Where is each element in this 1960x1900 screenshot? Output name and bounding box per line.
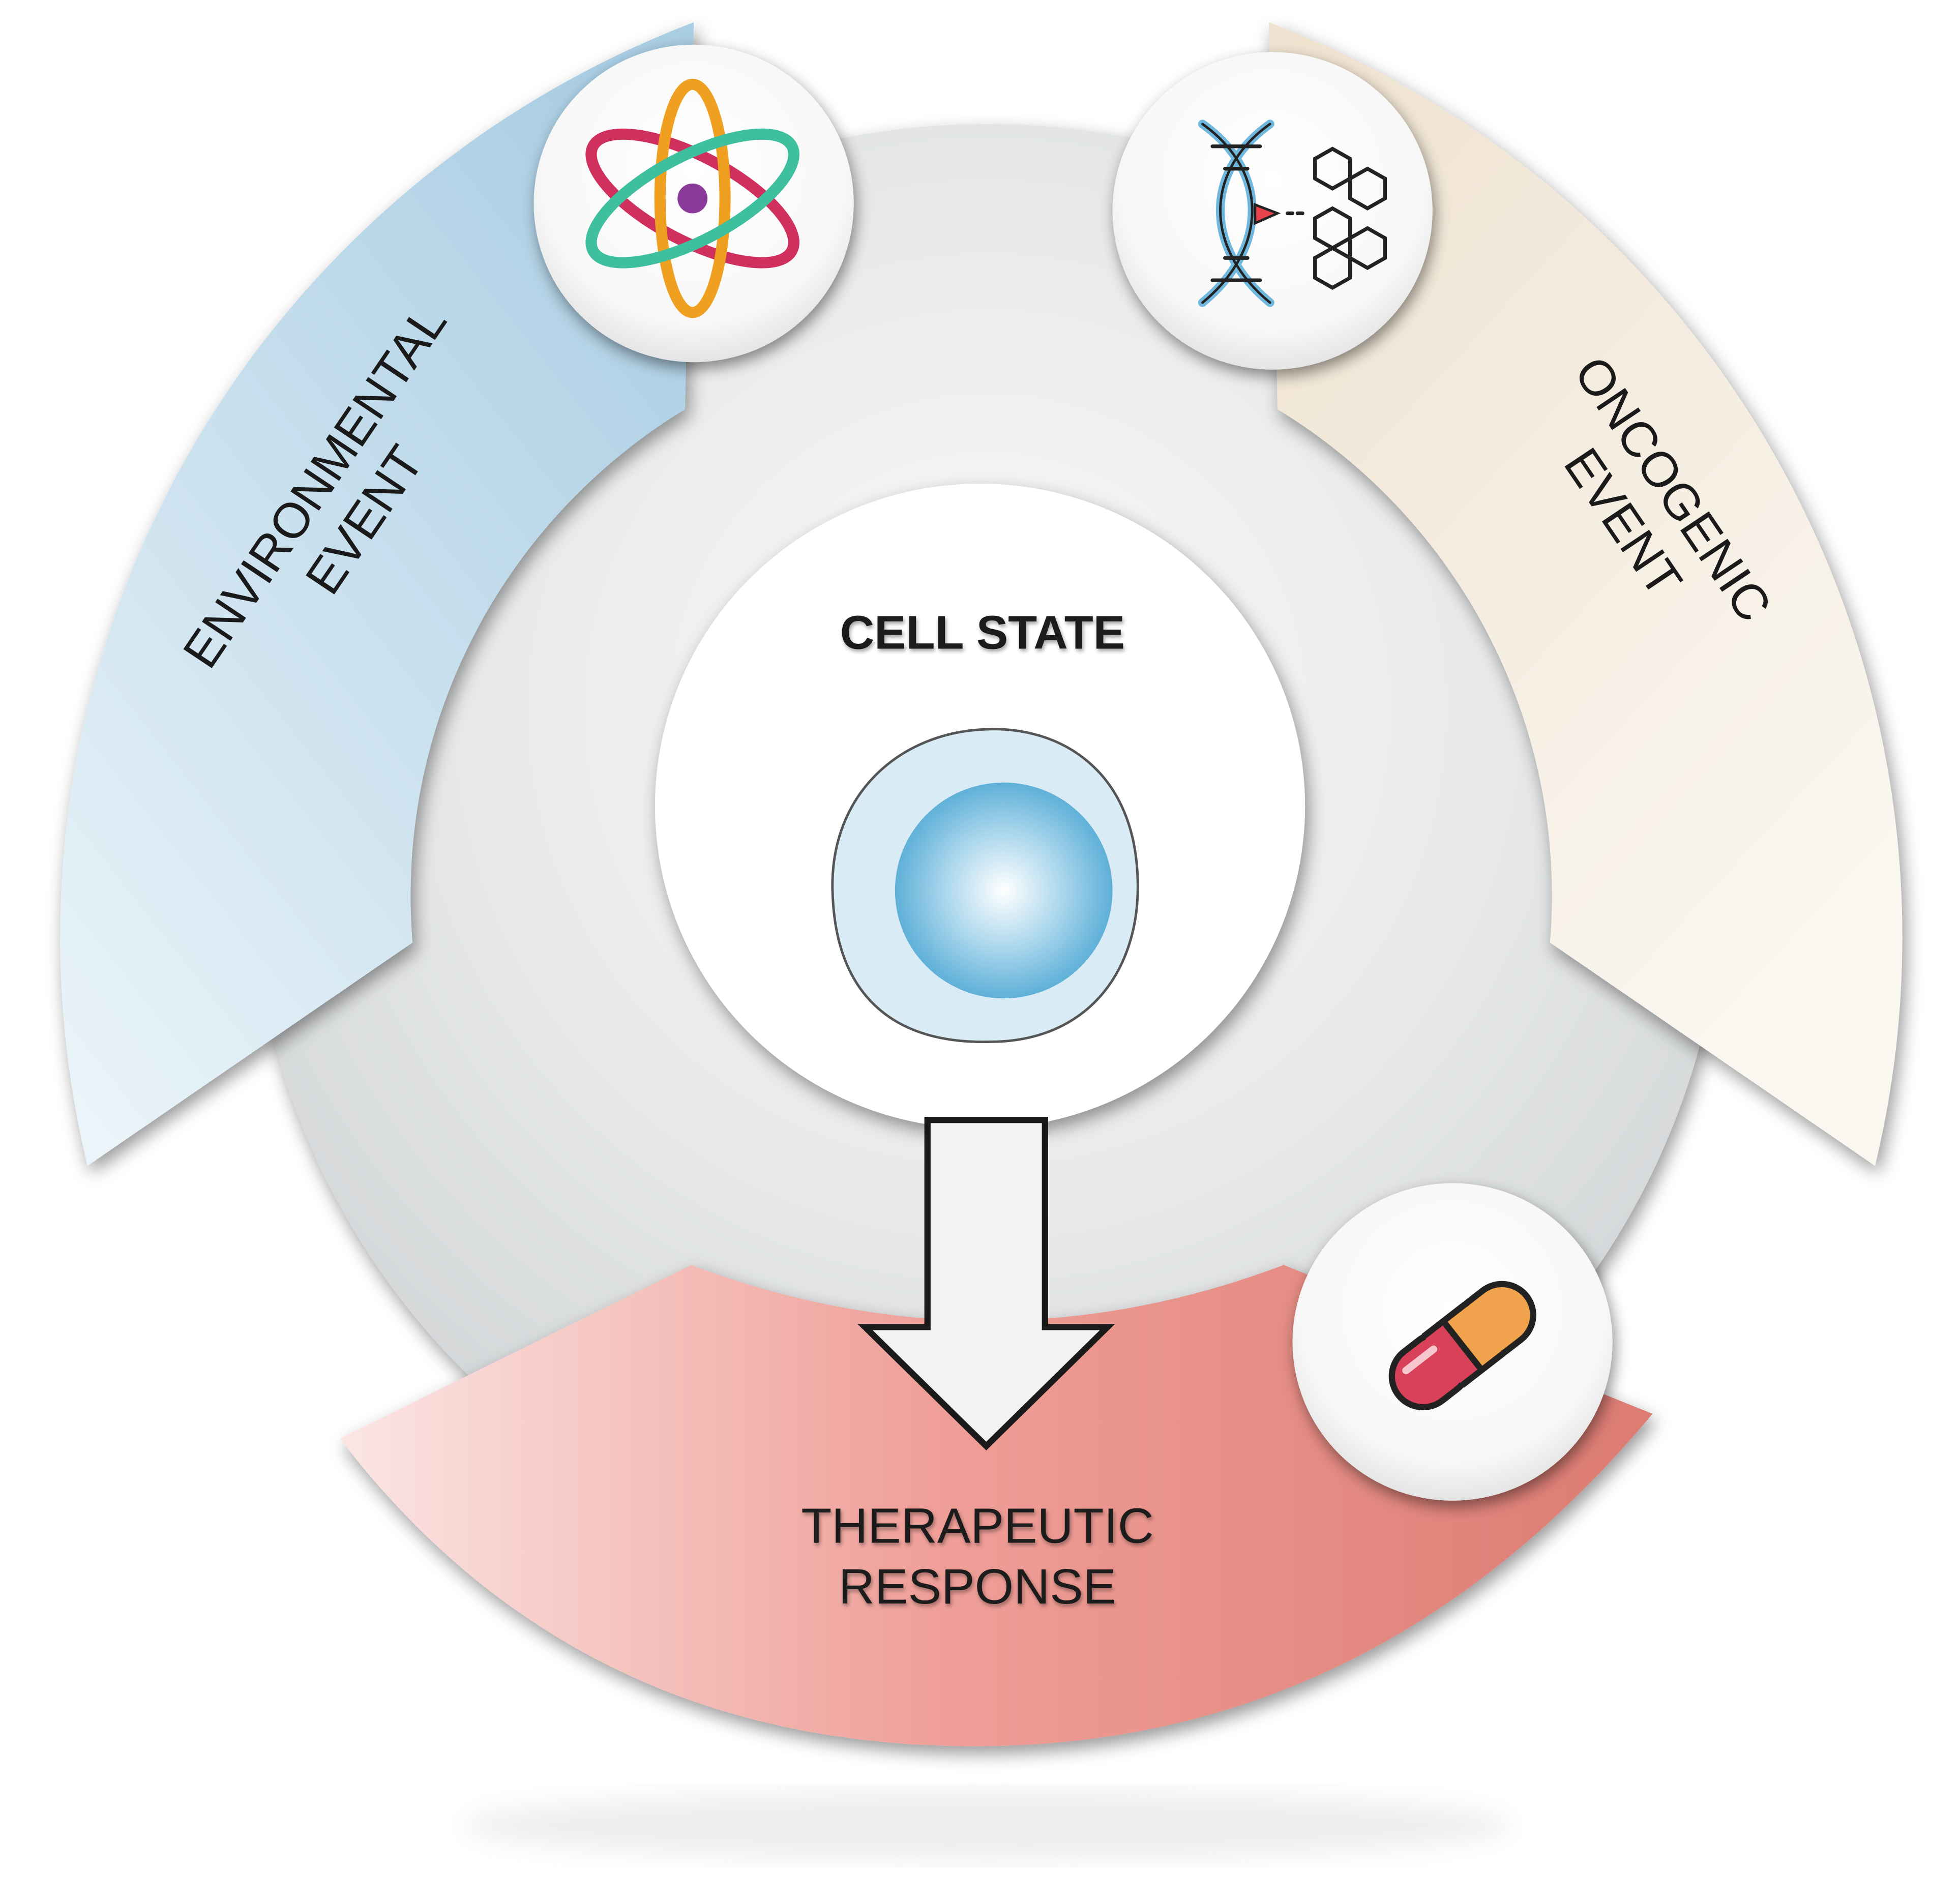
oncogenic-badge bbox=[1112, 52, 1433, 370]
pill-icon bbox=[1388, 1281, 1536, 1411]
center-title: CELL STATE bbox=[840, 606, 1125, 659]
atom-icon bbox=[585, 78, 799, 318]
floor-reflection bbox=[462, 1791, 1513, 1860]
cell-icon bbox=[831, 728, 1139, 1043]
environmental-segment bbox=[60, 22, 694, 1166]
oncogenic-segment bbox=[1268, 22, 1903, 1166]
down-arrow-icon bbox=[857, 1116, 1115, 1451]
therapeutic-label-line1: THERAPEUTIC bbox=[801, 1498, 1154, 1554]
dna-molecule-icon bbox=[1198, 120, 1387, 307]
therapeutic-badge bbox=[1292, 1183, 1613, 1501]
therapeutic-label-line2: RESPONSE bbox=[839, 1559, 1116, 1615]
environmental-badge bbox=[533, 44, 854, 363]
